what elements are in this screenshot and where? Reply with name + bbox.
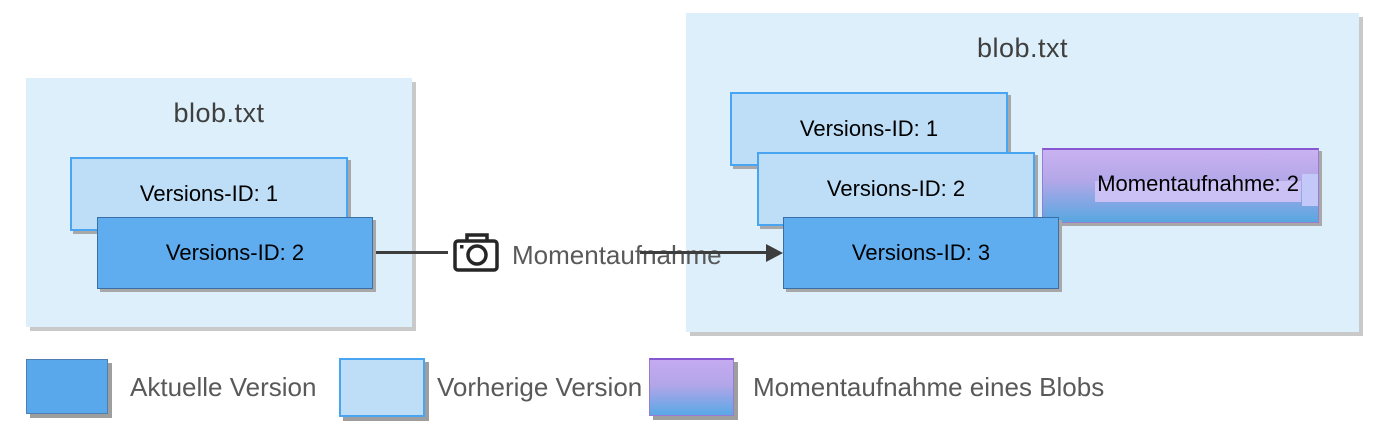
camera-icon xyxy=(452,231,500,273)
legend-label-current-version: Aktuelle Version xyxy=(130,372,317,402)
right-version-1-label: Versions-ID: 1 xyxy=(799,116,939,141)
snapshot-box-inner: Momentaufnahme: 2 xyxy=(1043,150,1318,222)
left-version-1-label: Versions-ID: 1 xyxy=(139,181,279,206)
snapshot-arrow-label: Momentaufnahme xyxy=(512,240,722,270)
snapshot-highlight-fragment xyxy=(1302,174,1318,206)
left-blob-container: blob.txt Versions-ID: 1 Versions-ID: 2 xyxy=(26,78,412,327)
snapshot-arrow-head-icon xyxy=(766,244,783,262)
legend-label-blob-snapshot: Momentaufnahme eines Blobs xyxy=(753,372,1105,402)
right-version-2-label: Versions-ID: 2 xyxy=(826,176,966,201)
legend-label-previous-version: Vorherige Version xyxy=(437,372,643,402)
right-blob-container: blob.txt Versions-ID: 1 Versions-ID: 2 M… xyxy=(686,13,1359,332)
legend-swatch-current-version xyxy=(26,359,108,414)
right-version-3-box: Versions-ID: 3 xyxy=(783,217,1059,289)
snapshot-box-label: Momentaufnahme: 2 xyxy=(1095,170,1301,202)
right-version-2-box: Versions-ID: 2 xyxy=(757,152,1035,226)
snapshot-arrow-line-right xyxy=(640,251,768,254)
left-version-2-label: Versions-ID: 2 xyxy=(165,240,305,265)
left-blob-title: blob.txt xyxy=(173,98,265,128)
legend-swatch-previous-version xyxy=(339,358,425,417)
legend-swatch-blob-snapshot xyxy=(649,358,734,416)
right-version-3-label: Versions-ID: 3 xyxy=(851,240,991,265)
right-blob-title: blob.txt xyxy=(976,33,1069,63)
snapshot-box: Momentaufnahme: 2 xyxy=(1042,148,1319,223)
snapshot-arrow-line-left xyxy=(371,251,448,254)
left-version-2-box: Versions-ID: 2 xyxy=(97,217,373,289)
